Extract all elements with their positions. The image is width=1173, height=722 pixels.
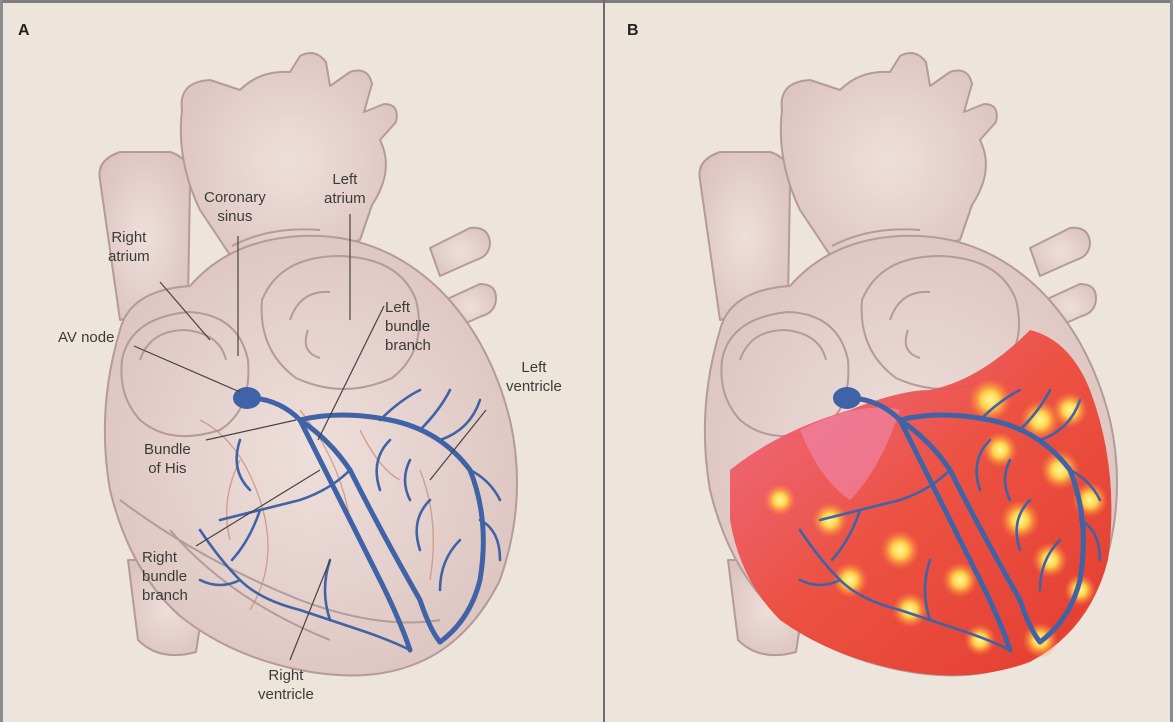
label-av-node: AV node <box>58 328 114 347</box>
label-right-atrium: Right atrium <box>108 228 150 266</box>
label-coronary-sinus: Coronary sinus <box>204 188 266 226</box>
label-right-bundle-branch: Right bundle branch <box>142 548 188 605</box>
label-bundle-of-his: Bundle of His <box>144 440 191 478</box>
label-left-atrium: Left atrium <box>324 170 366 208</box>
panel-b-letter: B <box>627 22 639 40</box>
panel-a-letter: A <box>18 22 30 40</box>
label-left-bundle-branch: Left bundle branch <box>385 298 431 355</box>
label-right-ventricle: Right ventricle <box>258 666 314 704</box>
label-left-ventricle: Left ventricle <box>506 358 562 396</box>
